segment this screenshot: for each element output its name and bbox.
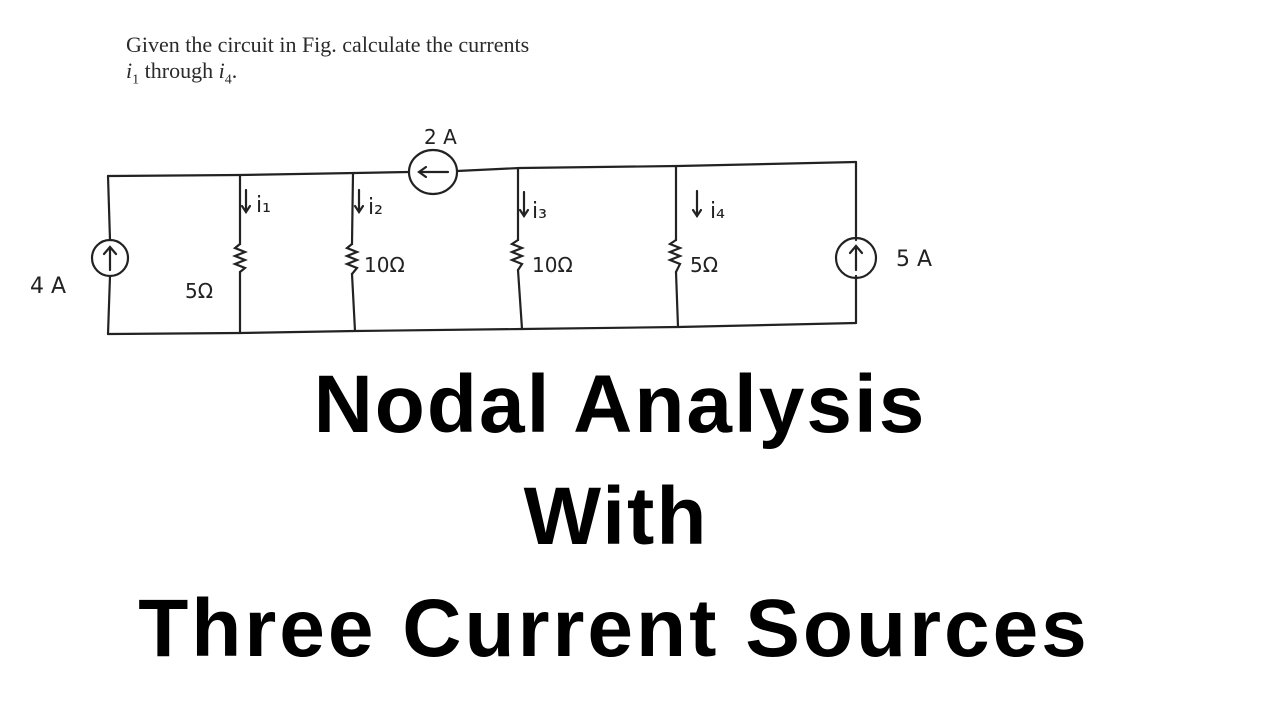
problem-line-2: i1 through i4. [126, 58, 238, 88]
resistor-branch-4 [667, 164, 703, 329]
resistor-label-3: 10Ω [532, 253, 573, 277]
left-wire-top [106, 174, 112, 242]
bottom-wire [106, 321, 858, 336]
resistor-branch-1 [232, 173, 252, 335]
current-source-5a [834, 236, 878, 280]
resistor-branch-2 [344, 171, 365, 333]
source-label-4a: 4 A [30, 274, 66, 299]
resistor-label-1: 5Ω [185, 279, 213, 303]
source-label-5a: 5 A [896, 247, 932, 272]
title-line-2: With [523, 471, 709, 562]
current-label-i2: i₂ [368, 195, 383, 220]
circuit-diagram [90, 148, 878, 336]
current-label-i1: i₁ [256, 193, 271, 218]
current-label-i4: i₄ [710, 199, 725, 224]
circuit-labels: 4 A 2 A 5 A 5Ω 10Ω 10Ω 5Ω i₁ i₂ i₃ i₄ [30, 125, 932, 303]
resistor-label-2: 10Ω [364, 253, 405, 277]
top-wire-right [455, 160, 858, 173]
left-wire-bottom [106, 274, 112, 336]
problem-line-1: Given the circuit in Fig. calculate the … [126, 32, 530, 57]
title-line-3: Three Current Sources [138, 583, 1090, 674]
source-label-2a: 2 A [424, 125, 457, 149]
current-source-2a [407, 148, 459, 196]
problem-statement: Given the circuit in Fig. calculate the … [126, 32, 529, 93]
title-line-1: Nodal Analysis [313, 359, 927, 450]
resistor-branch-3 [509, 166, 530, 331]
current-source-4a [90, 238, 130, 278]
resistor-label-4: 5Ω [690, 253, 718, 277]
top-wire-left [106, 170, 411, 178]
current-label-i3: i₃ [532, 199, 547, 224]
